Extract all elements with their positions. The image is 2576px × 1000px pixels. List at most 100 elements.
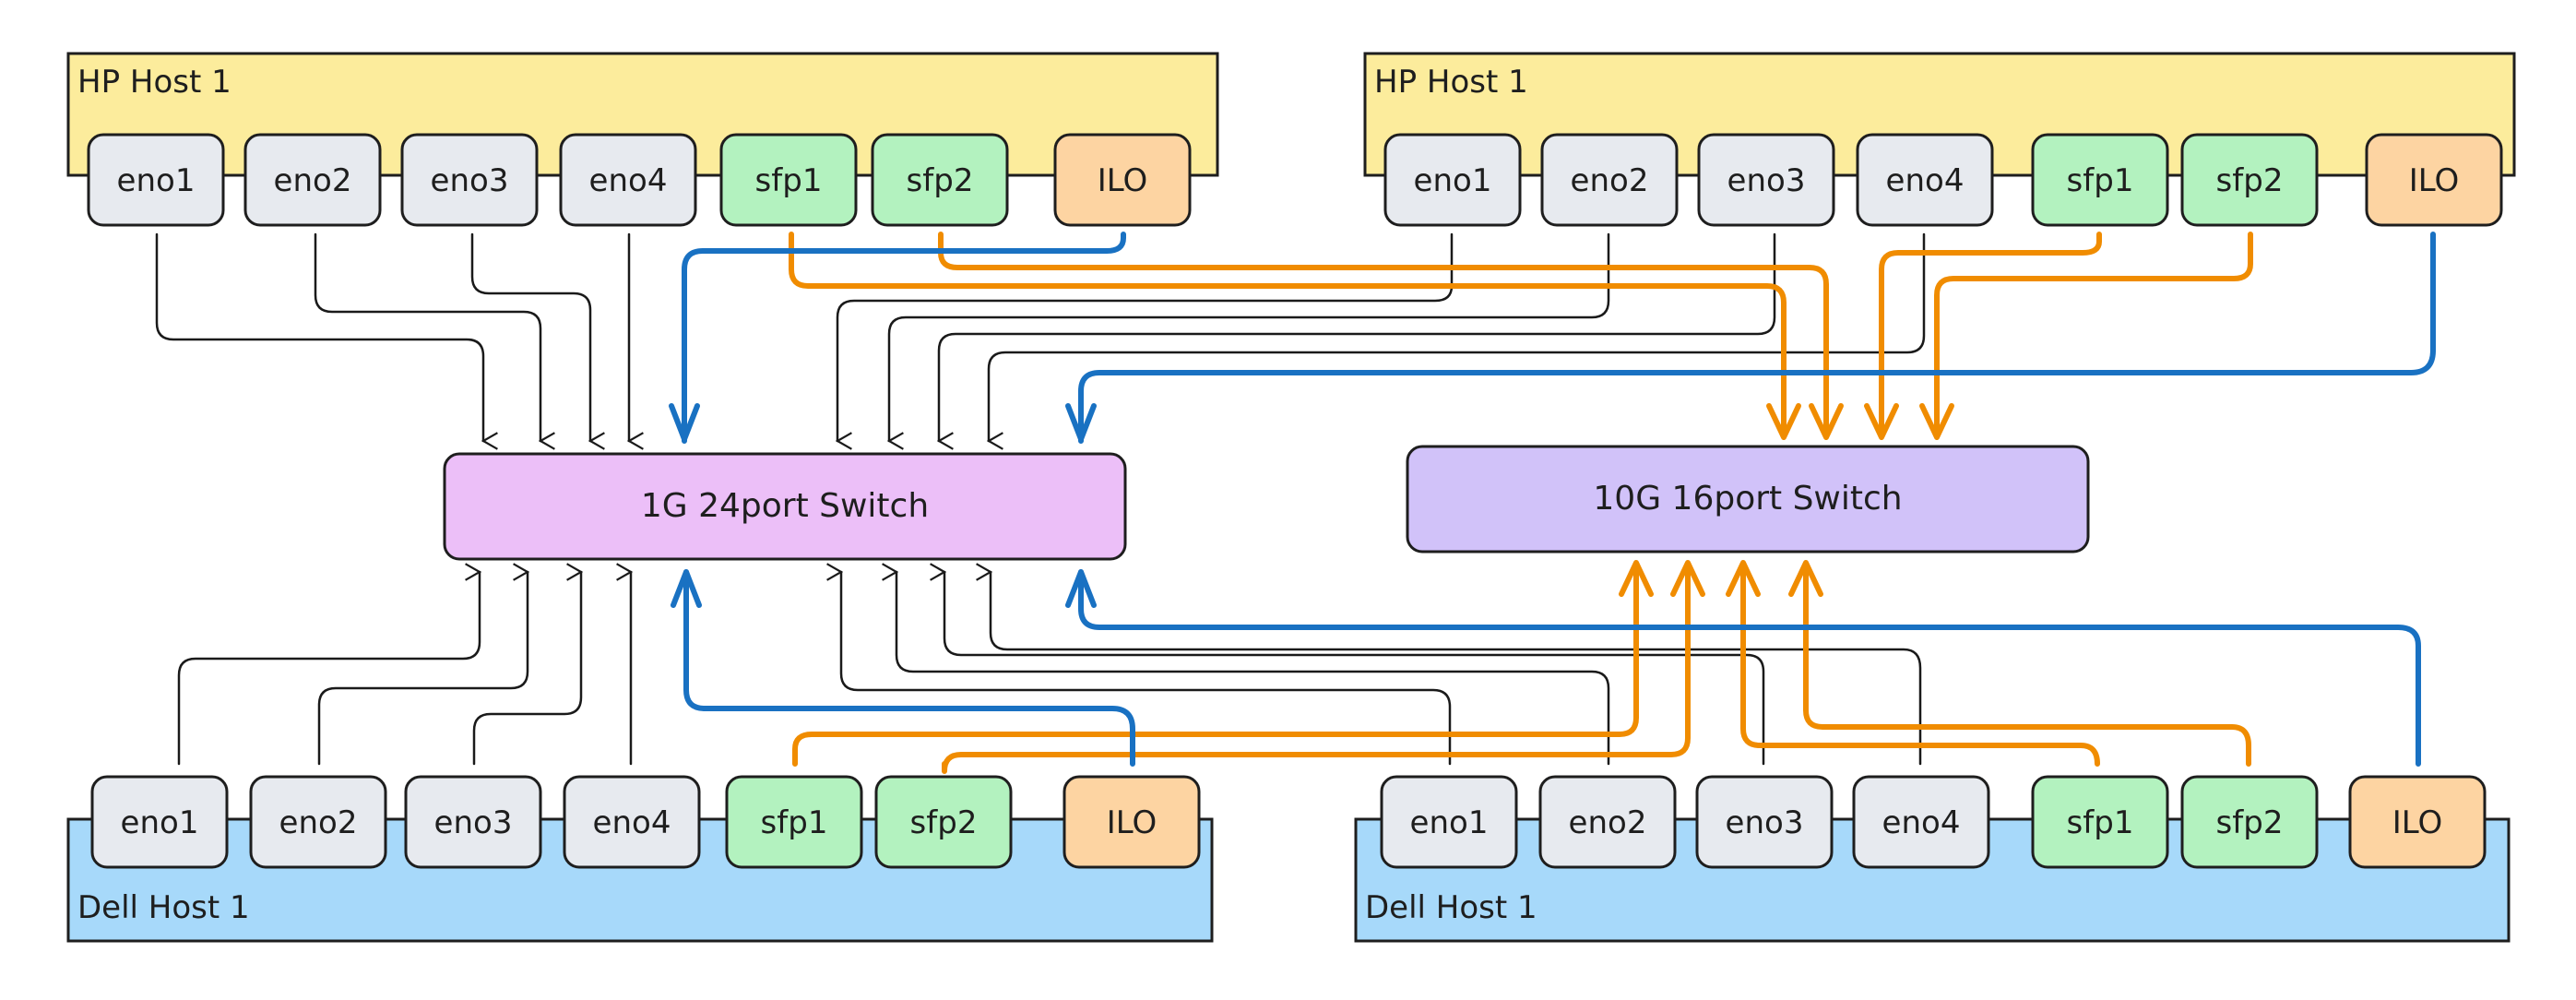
port-label: sfp1 <box>755 162 823 199</box>
port-hp-left-eno2: eno2 <box>243 133 382 227</box>
port-label: eno1 <box>121 804 199 841</box>
port-dell-right-eno4: eno4 <box>1852 775 1990 869</box>
port-box <box>2180 133 2319 227</box>
port-label: sfp1 <box>2067 162 2134 199</box>
port-hp-right-sfp2: sfp2 <box>2180 133 2319 227</box>
link-dell-left-sfp1 <box>792 562 1639 767</box>
port-label: eno1 <box>1410 804 1489 841</box>
port-box <box>243 133 382 227</box>
port-label: sfp2 <box>2216 804 2284 841</box>
arrowhead <box>1766 403 1801 440</box>
port-box <box>2348 775 2487 869</box>
link-hp-left-eno1 <box>155 232 483 441</box>
port-dell-left-eno1: eno1 <box>90 775 229 869</box>
link-dell-right-eno2 <box>896 572 1610 766</box>
port-label: eno4 <box>593 804 671 841</box>
port-box <box>87 133 225 227</box>
port-label: eno4 <box>589 162 668 199</box>
link-hp-left-ilo <box>682 232 1126 444</box>
port-box <box>1380 775 1518 869</box>
port-label: ILO <box>1107 804 1157 841</box>
port-box <box>1053 133 1192 227</box>
port-dell-right-ilo: ILO <box>2348 775 2487 869</box>
port-dell-left-eno2: eno2 <box>249 775 387 869</box>
port-box <box>1540 133 1679 227</box>
port-box <box>563 775 701 869</box>
port-hp-left-sfp1: sfp1 <box>719 133 858 227</box>
port-dell-right-eno3: eno3 <box>1695 775 1834 869</box>
port-box <box>90 775 229 869</box>
arrowhead <box>1919 403 1954 440</box>
link-hp-right-ilo <box>1078 232 2436 444</box>
link-hp-right-eno4 <box>989 232 1926 441</box>
port-box <box>874 775 1013 869</box>
host-label: Dell Host 1 <box>1365 889 1537 926</box>
port-box <box>1538 775 1677 869</box>
port-dell-right-eno1: eno1 <box>1380 775 1518 869</box>
port-box <box>2031 775 2169 869</box>
link-dell-right-eno3 <box>944 572 1765 766</box>
port-label: sfp2 <box>910 804 978 841</box>
link-hp-right-eno1 <box>837 232 1454 441</box>
port-label: eno4 <box>1886 162 1965 199</box>
links-mgmt <box>669 232 2436 767</box>
link-dell-right-sfp1 <box>1740 562 2100 767</box>
link-hp-right-eno2 <box>889 232 1610 441</box>
switch-label: 10G 16port Switch <box>1593 480 1902 518</box>
link-dell-right-eno4 <box>991 572 1922 766</box>
port-box <box>249 775 387 869</box>
port-label: eno4 <box>1882 804 1961 841</box>
arrowhead <box>671 569 702 608</box>
link-dell-left-sfp2 <box>942 562 1691 774</box>
port-label: eno2 <box>279 804 358 841</box>
port-box <box>871 133 1009 227</box>
link-dell-right-sfp2 <box>1803 562 2251 767</box>
port-box <box>725 775 863 869</box>
port-hp-left-ilo: ILO <box>1053 133 1192 227</box>
port-box <box>2031 133 2169 227</box>
port-dell-left-sfp2: sfp2 <box>874 775 1013 869</box>
port-box <box>1852 775 1990 869</box>
port-dell-right-sfp1: sfp1 <box>2031 775 2169 869</box>
arrowhead <box>1864 403 1899 440</box>
link-hp-right-sfp1 <box>1879 232 2102 436</box>
link-hp-left-eno2 <box>314 232 540 441</box>
links-1g <box>155 232 1926 766</box>
link-hp-right-eno3 <box>939 232 1776 441</box>
port-hp-left-eno3: eno3 <box>400 133 539 227</box>
port-box <box>1062 775 1201 869</box>
port-label: sfp2 <box>2216 162 2284 199</box>
port-dell-left-ilo: ILO <box>1062 775 1201 869</box>
port-box <box>1695 775 1834 869</box>
port-label: eno3 <box>434 804 513 841</box>
link-dell-right-ilo <box>1078 569 2421 767</box>
port-label: eno3 <box>431 162 509 199</box>
port-box <box>400 133 539 227</box>
port-hp-right-eno3: eno3 <box>1697 133 1835 227</box>
link-dell-left-ilo <box>683 569 1135 767</box>
port-dell-left-eno4: eno4 <box>563 775 701 869</box>
port-dell-right-eno2: eno2 <box>1538 775 1677 869</box>
arrowhead <box>1788 560 1823 597</box>
port-hp-right-sfp1: sfp1 <box>2031 133 2169 227</box>
link-dell-left-eno3 <box>472 572 581 766</box>
link-dell-right-eno1 <box>841 572 1452 766</box>
port-label: eno3 <box>1726 804 1804 841</box>
link-hp-right-sfp2 <box>1934 232 2253 436</box>
switch-1g-24port: 1G 24port Switch <box>443 452 1127 561</box>
links-10g <box>789 232 2253 774</box>
arrowhead <box>669 403 700 442</box>
link-dell-left-eno1 <box>177 572 480 766</box>
port-label: ILO <box>1098 162 1148 199</box>
port-box <box>1383 133 1522 227</box>
port-label: ILO <box>2409 162 2460 199</box>
port-hp-left-sfp2: sfp2 <box>871 133 1009 227</box>
port-label: eno1 <box>117 162 196 199</box>
port-dell-left-eno3: eno3 <box>404 775 542 869</box>
port-dell-right-sfp2: sfp2 <box>2180 775 2319 869</box>
port-hp-right-ilo: ILO <box>2365 133 2503 227</box>
port-label: eno2 <box>1569 804 1647 841</box>
switch-label: 1G 24port Switch <box>641 487 929 525</box>
